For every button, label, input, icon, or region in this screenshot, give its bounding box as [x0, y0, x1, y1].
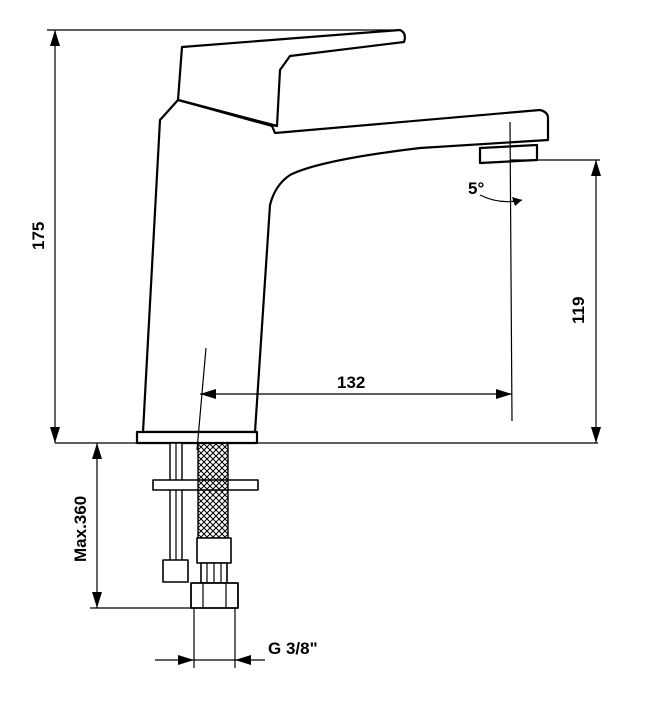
body-centerline: [196, 347, 207, 451]
dim-spout-height: 119: [569, 160, 601, 443]
dim-hose-length-label: Max.360: [71, 496, 90, 562]
dim-total-height: 175: [29, 29, 400, 443]
dim-projection-label: 132: [337, 373, 365, 392]
dim-projection: 132: [200, 373, 512, 399]
dim-thread: G 3/8": [155, 608, 318, 668]
dim-total-height-label: 175: [29, 222, 48, 250]
dim-thread-label: G 3/8": [268, 639, 318, 658]
angle-label: 5°: [468, 179, 484, 198]
faucet-body: [135, 28, 550, 445]
dim-hose-length: Max.360: [71, 443, 195, 609]
spout-centerline: [509, 121, 513, 422]
dim-spout-height-label: 119: [569, 297, 588, 324]
installation-parts: [152, 442, 259, 609]
